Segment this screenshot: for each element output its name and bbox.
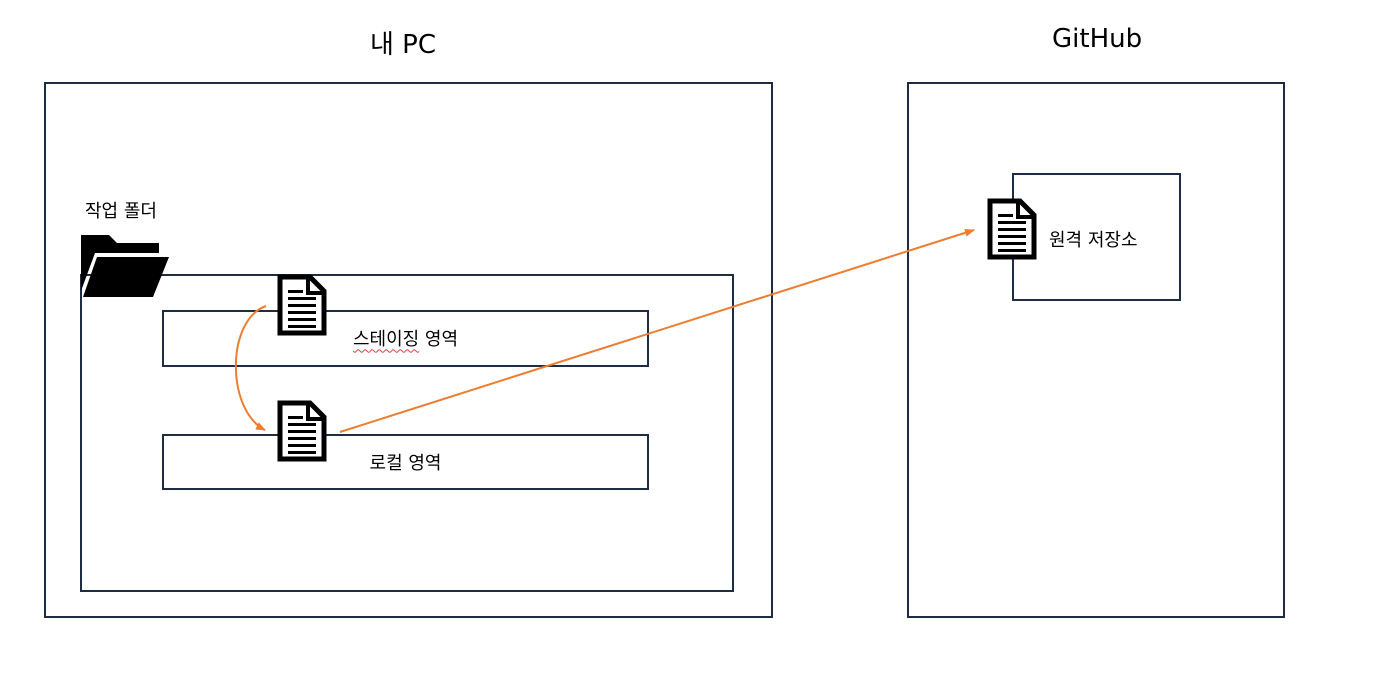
- commit-arrow: [234, 305, 267, 431]
- github-container: [907, 82, 1285, 618]
- push-arrow: [339, 228, 975, 433]
- staging-area-label-word2: 영역: [419, 328, 459, 350]
- staging-document-icon: [277, 274, 327, 336]
- staging-area-label-word1: 스테이징: [352, 328, 420, 350]
- local-area-label: 로컬 영역: [369, 453, 442, 474]
- working-folder-box: [80, 274, 734, 592]
- folder-icon: [81, 235, 169, 297]
- working-folder-label: 작업 폴더: [85, 201, 157, 222]
- github-title: GitHub: [1052, 24, 1143, 54]
- pc-container: [44, 82, 773, 618]
- remote-repo-label: 원격 저장소: [1049, 230, 1138, 251]
- local-document-icon: [277, 400, 327, 462]
- local-area-box: 로컬 영역: [162, 434, 649, 490]
- pc-title: 내 PC: [370, 30, 437, 60]
- remote-document-icon: [987, 198, 1037, 260]
- staging-area-box: 스테이징 영역: [162, 310, 649, 367]
